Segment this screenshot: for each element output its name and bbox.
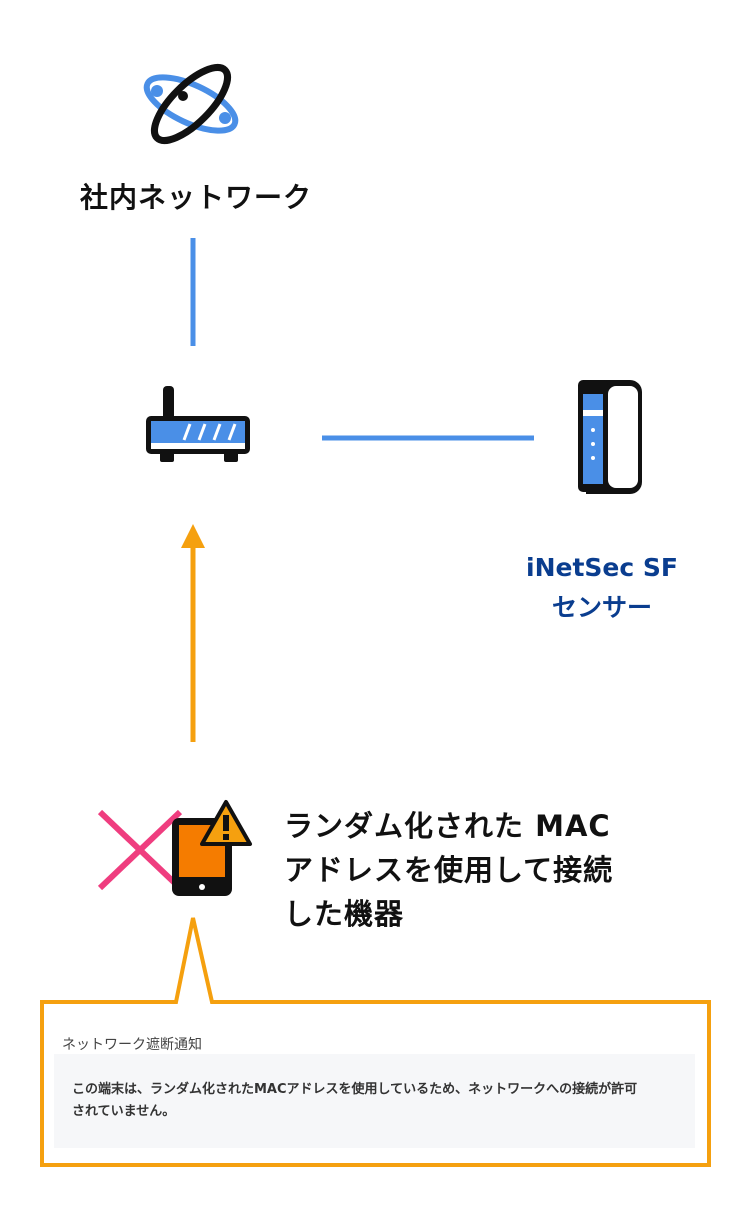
sensor-label-line2: センサー	[551, 593, 652, 622]
network-label: 社内ネットワーク	[80, 181, 313, 214]
notice-message-box: この端末は、ランダム化されたMACアドレスを使用しているため、ネットワークへの接…	[54, 1054, 695, 1148]
sensor-label-line1: iNetSec SF	[526, 553, 678, 582]
notice-title: ネットワーク遮断通知	[62, 1037, 202, 1053]
device-label-line1: ランダム化された MAC	[284, 809, 611, 843]
router-icon	[146, 386, 250, 462]
atom-network-icon	[143, 63, 239, 145]
sensor-device-icon	[578, 380, 642, 494]
device-label-line2: アドレスを使用して接続	[284, 853, 614, 887]
device-to-router-arrow	[181, 524, 205, 742]
device-label: ランダム化された MAC アドレスを使用して接続 した機器	[284, 804, 613, 936]
notice-message-line1: この端末は、ランダム化されたMACアドレスを使用しているため、ネットワークへの接…	[72, 1082, 638, 1097]
callout-frame	[40, 917, 711, 1167]
blocked-x-icon	[97, 809, 183, 891]
device-label-line3: した機器	[284, 897, 405, 931]
notice-message-line2: されていません。	[72, 1104, 176, 1119]
sensor-label: iNetSec SF センサー	[522, 548, 682, 628]
tablet-warning-icon	[172, 800, 252, 896]
